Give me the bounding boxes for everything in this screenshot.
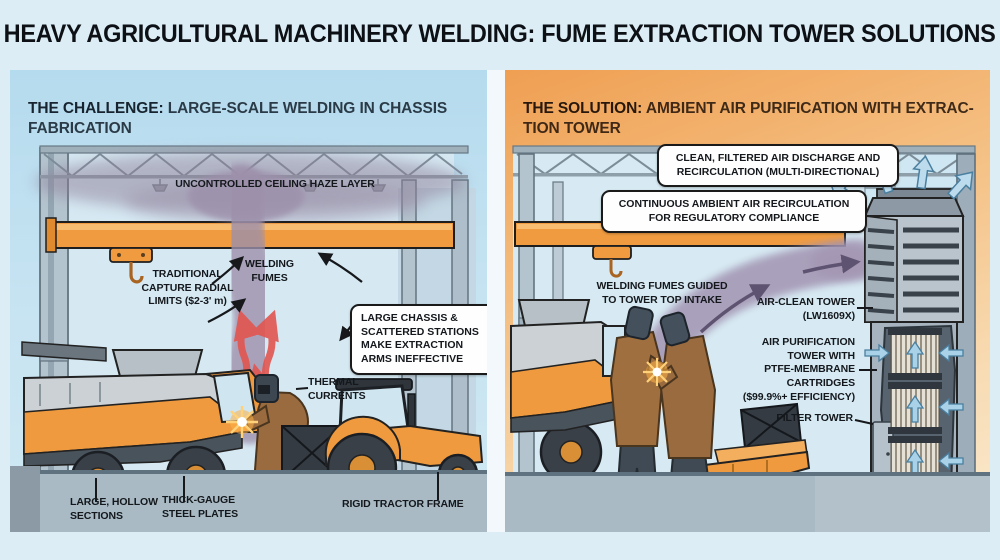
challenge-header: THE CHALLENGE: LARGE-SCALE WELDING IN CH… — [28, 80, 468, 138]
floor — [10, 466, 487, 532]
challenge-scene-illustration — [10, 145, 487, 532]
floor — [505, 472, 990, 532]
solution-header: THE SOLUTION: AMBIENT AIR PURIFICATION W… — [523, 80, 978, 138]
challenge-header-prefix: THE CHALLENGE: — [28, 100, 164, 118]
leader-lines — [95, 387, 439, 502]
challenge-header-text: LARGE-SCALE WELDING IN CHASSIS FABRICATI… — [28, 100, 448, 137]
inflow-arrow-icon — [937, 397, 964, 417]
fumes-guided-label: WELDING FUMES GUIDED TO TOWER TOP INTAKE — [596, 280, 728, 306]
solution-header-prefix: THE SOLUTION: — [523, 100, 643, 118]
thermal-currents-label: THERMAL CURRENTS — [308, 376, 366, 402]
welding-spark-icon — [643, 358, 671, 386]
crane-hook-icon — [129, 262, 144, 284]
ceiling-haze-label: UNCONTROLLED CEILING HAZE LAYER — [175, 178, 375, 190]
chassis-callout: LARGE CHASSIS & SCATTERED STATIONS MAKE … — [350, 304, 487, 375]
inflow-arrow-icon — [864, 343, 891, 363]
hollow-sections-label: LARGE, HOLLOW SECTIONS — [70, 496, 158, 522]
solution-panel: THE SOLUTION: AMBIENT AIR PURIFICATION W… — [505, 70, 990, 532]
recirculation-callout: CONTINUOUS AMBIENT AIR RECIRCULATION FOR… — [601, 190, 867, 234]
welding-spark-icon — [226, 406, 258, 438]
tractor-frame-label: RIGID TRACTOR FRAME — [342, 498, 464, 510]
up-arrow-icon — [905, 340, 925, 369]
air-clean-tower-label: AIR-CLEAN TOWER (LW1609X) — [756, 296, 855, 322]
capture-limits-label: TRADITIONAL CAPTURE RADIAL LIMITS ($2-3'… — [141, 268, 234, 308]
title-banner: HEAVY AGRICULTURAL MACHINERY WELDING: FU… — [0, 0, 1000, 68]
crane-hook-icon — [609, 259, 623, 278]
inflow-arrow-icon — [937, 343, 964, 363]
fume-direction-arrows — [699, 254, 861, 334]
purification-tower-label: AIR PURIFICATION TOWER WITH PTFE-MEMBRAN… — [742, 336, 855, 403]
challenge-panel: THE CHALLENGE: LARGE-SCALE WELDING IN CH… — [10, 70, 487, 532]
welding-fumes-label: WELDING FUMES — [245, 258, 294, 284]
leader-lines — [854, 307, 877, 425]
filter-tower-label: FILTER TOWER — [776, 412, 853, 424]
panel-divider — [487, 70, 505, 532]
inflow-arrow-icon — [937, 451, 964, 471]
clean-air-callout: CLEAN, FILTERED AIR DISCHARGE AND RECIRC… — [657, 144, 899, 188]
page-title: HEAVY AGRICULTURAL MACHINERY WELDING: FU… — [4, 19, 996, 48]
steel-plates-label: THICK-GAUGE STEEL PLATES — [162, 494, 239, 520]
up-arrow-icon — [905, 394, 925, 423]
solution-header-text: AMBIENT AIR PURIFICATION WITH EXTRAC- TI… — [523, 100, 974, 137]
